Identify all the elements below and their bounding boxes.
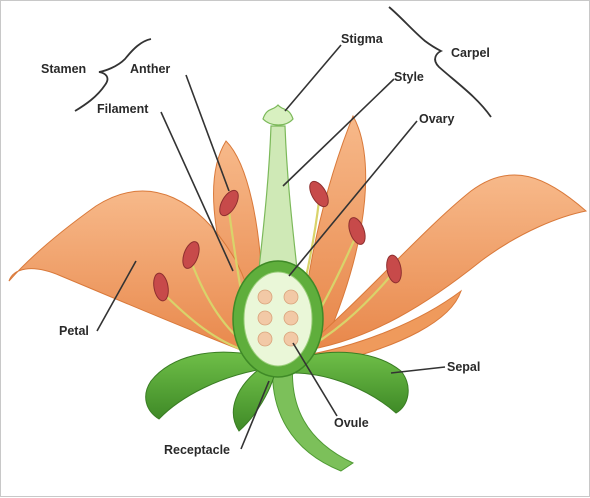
ovule-3 <box>258 311 272 325</box>
label-sepal: Sepal <box>447 360 480 374</box>
stigma-leader <box>285 45 341 111</box>
label-stamen: Stamen <box>41 62 86 76</box>
ovary-chamber <box>244 272 312 366</box>
ovule-1 <box>258 290 272 304</box>
ovule-2 <box>284 290 298 304</box>
label-receptacle: Receptacle <box>164 443 230 457</box>
label-carpel: Carpel <box>451 46 490 60</box>
label-petal: Petal <box>59 324 89 338</box>
label-style: Style <box>394 70 424 84</box>
label-ovary: Ovary <box>419 112 454 126</box>
ovule-5 <box>258 332 272 346</box>
label-ovule: Ovule <box>334 416 369 430</box>
style <box>259 126 297 269</box>
anther-leader <box>186 75 229 191</box>
carpel-brace <box>389 7 491 117</box>
label-anther: Anther <box>130 62 170 76</box>
label-stigma: Stigma <box>341 32 384 46</box>
ovule-6 <box>284 332 298 346</box>
label-filament: Filament <box>97 102 149 116</box>
ovule-4 <box>284 311 298 325</box>
